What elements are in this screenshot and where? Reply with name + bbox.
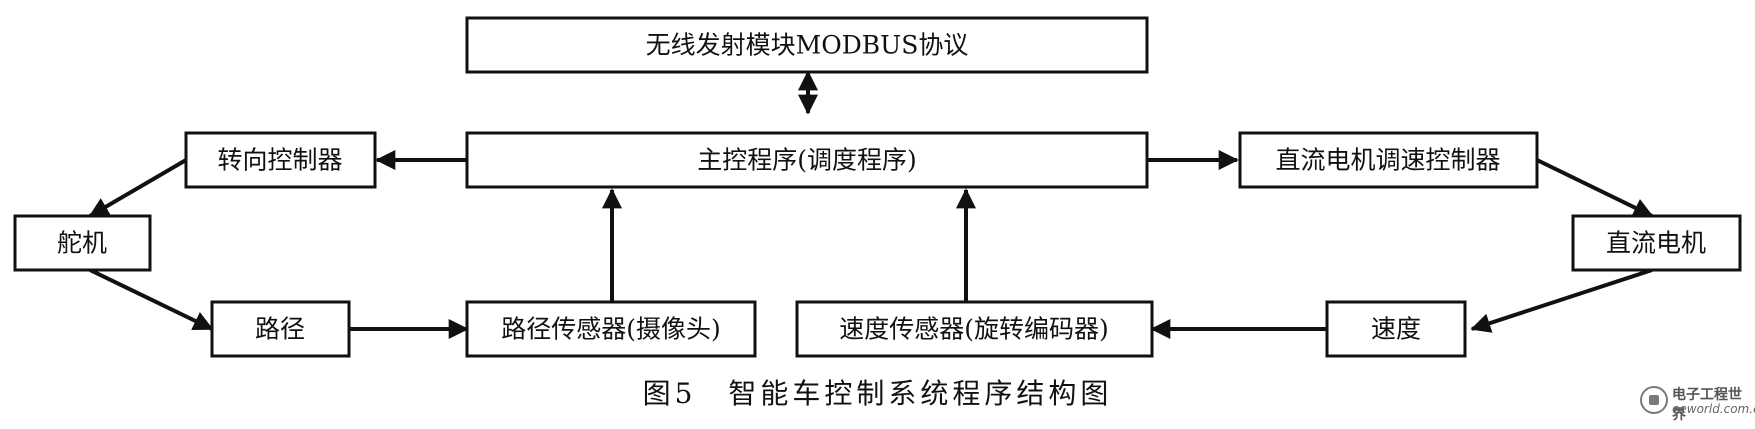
node-label: 主控程序(调度程序) <box>697 146 917 175</box>
node-path-sensor: 路径传感器(摄像头) <box>465 300 757 358</box>
node-label: 路径 <box>255 315 305 344</box>
node-label: 直流电机 <box>1606 229 1706 258</box>
node-label: 转向控制器 <box>217 146 342 175</box>
figure-caption: 图5 智能车控制系统程序结构图 <box>642 377 1113 410</box>
node-speed: 速度 <box>1325 300 1467 358</box>
edge-servo-path <box>89 268 214 331</box>
edge-dc-controller-dc-motor <box>1536 158 1654 218</box>
node-label: 速度传感器(旋转编码器) <box>839 315 1109 344</box>
node-servo: 舵机 <box>13 214 152 272</box>
node-label: 直流电机调速控制器 <box>1275 146 1500 175</box>
watermark-logo: 电子工程世界 eeworld.com.cn <box>1640 384 1755 426</box>
node-label: 速度 <box>1371 315 1421 344</box>
node-dc-motor: 直流电机 <box>1571 214 1742 272</box>
edge-dc-motor-speed <box>1470 268 1653 333</box>
node-speed-sensor: 速度传感器(旋转编码器) <box>795 300 1154 358</box>
program-structure-diagram: 无线发射模块MODBUS协议 主控程序(调度程序) 转向控制器 舵机 路径 路径… <box>13 16 1742 358</box>
node-label: 舵机 <box>57 229 107 258</box>
watermark-url: eeworld.com.cn <box>1672 402 1755 416</box>
eeworld-logo-icon <box>1640 386 1668 414</box>
edges <box>88 70 1654 339</box>
node-steer-controller: 转向控制器 <box>184 131 377 189</box>
node-main-program: 主控程序(调度程序) <box>465 131 1149 189</box>
node-wireless-module: 无线发射模块MODBUS协议 <box>465 16 1149 74</box>
node-dc-motor-controller: 直流电机调速控制器 <box>1238 131 1539 189</box>
node-label: 无线发射模块MODBUS协议 <box>646 31 969 60</box>
node-path: 路径 <box>210 300 351 358</box>
node-label: 路径传感器(摄像头) <box>501 315 721 344</box>
watermark-name: 电子工程世界 <box>1672 387 1742 423</box>
edge-steer-controller-servo <box>88 158 188 218</box>
